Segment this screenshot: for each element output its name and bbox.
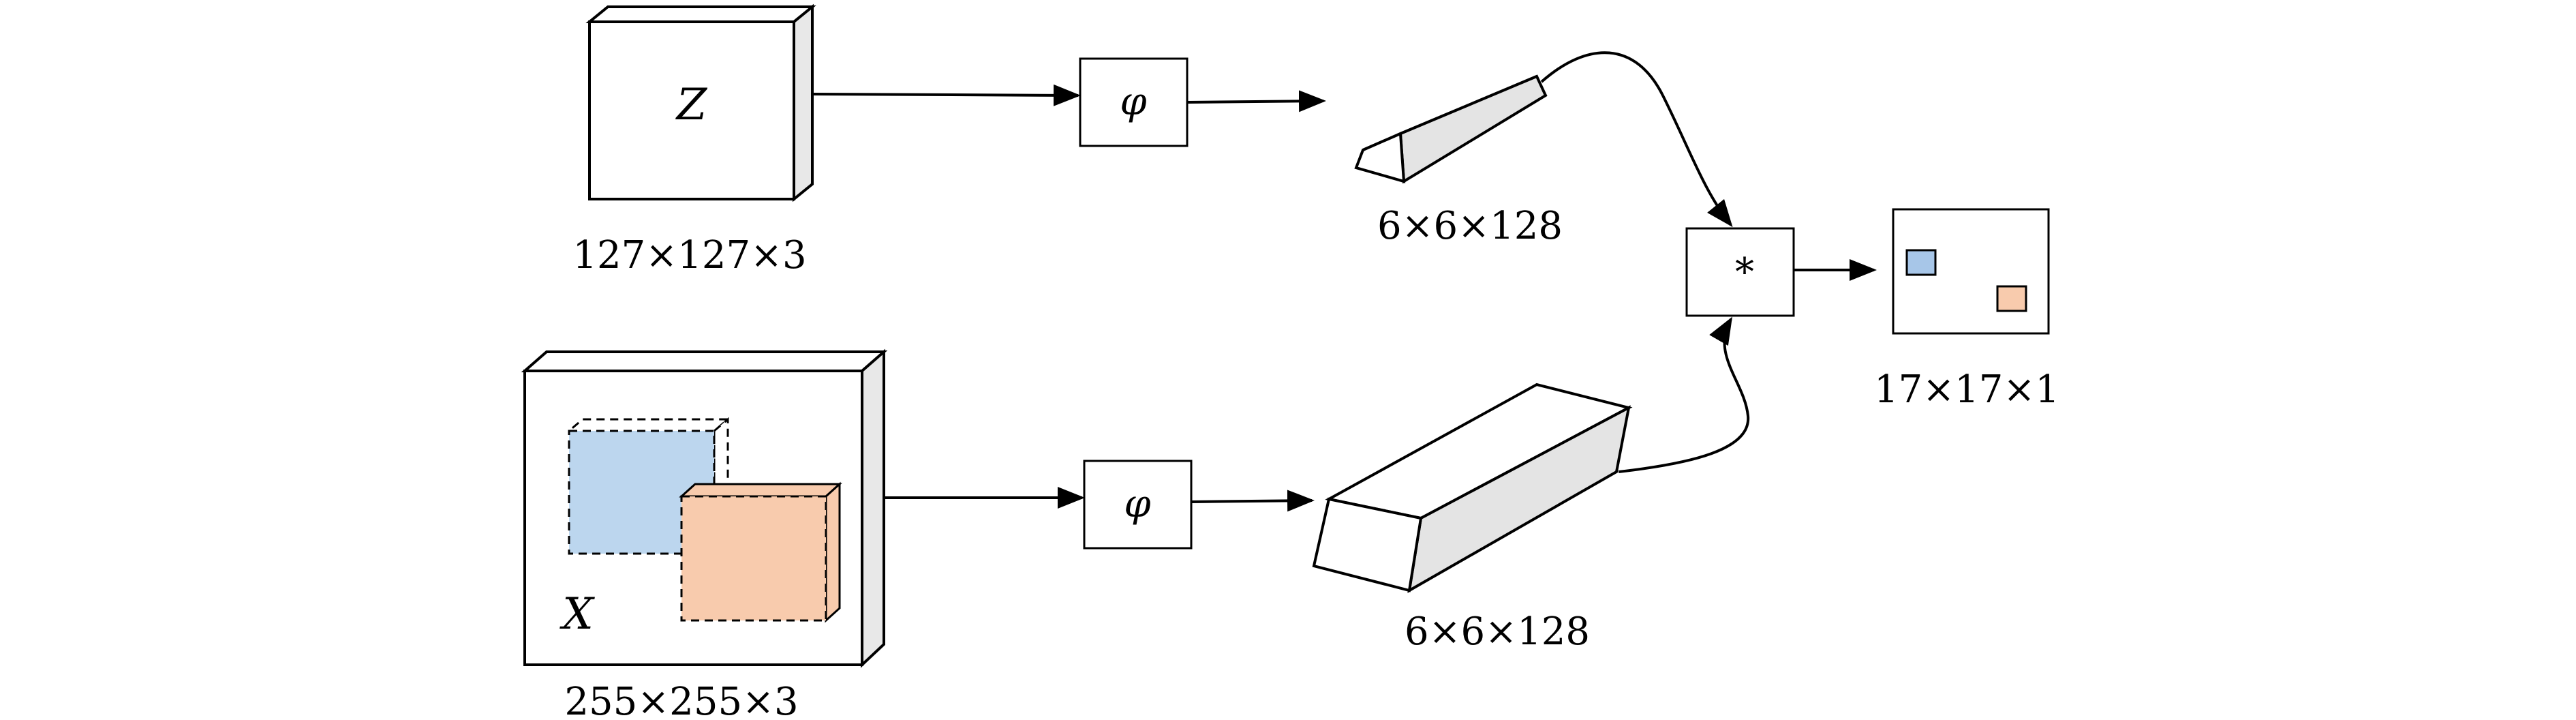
- exemplar-region-top: [566, 418, 731, 432]
- template-features-size-label: 6×6×128: [1377, 204, 1563, 248]
- phi-box-search-rect: [1083, 460, 1193, 550]
- score-map-candidate-peak: [1996, 285, 2027, 312]
- arrow-template-to-phi: [812, 84, 1081, 106]
- search-cube-top-face: [521, 350, 888, 372]
- phi-box-template: φ: [1079, 57, 1189, 147]
- phi-symbol-search: φ: [1124, 482, 1150, 526]
- score-map-size-label: 17×17×1: [1874, 368, 2059, 412]
- template-size-label: 127×127×3: [572, 233, 806, 278]
- template-cube-side-face: [793, 3, 814, 202]
- search-feature-front-face: [1312, 497, 1423, 592]
- arrow-template-features-to-correlation: [1540, 51, 1733, 228]
- phi-symbol-template: φ: [1120, 80, 1146, 124]
- phi-box-search: φ: [1083, 460, 1193, 550]
- correlation-box-rect: [1685, 227, 1795, 317]
- search-feature-block: [1312, 382, 1633, 593]
- template-symbol: Z: [675, 80, 708, 130]
- search-cube-side-face: [861, 348, 885, 668]
- candidate-region-top: [679, 483, 842, 498]
- search-input-cube: X: [521, 348, 888, 668]
- candidate-region-side: [825, 481, 841, 623]
- search-features-size-label: 6×6×128: [1405, 610, 1590, 654]
- template-cube-top-face: [585, 5, 816, 23]
- template-input-cube: Z: [585, 3, 816, 202]
- template-feature-block: [1354, 74, 1548, 184]
- candidate-region: [680, 495, 827, 622]
- search-size-label: 255×255×3: [564, 680, 798, 720]
- arrow-phi-to-template-features: [1186, 90, 1326, 112]
- template-feature-front-face: [1354, 132, 1406, 183]
- arrow-search-features-to-correlation: [1618, 316, 1750, 473]
- correlation-symbol: *: [1735, 250, 1754, 295]
- template-feature-side-face: [1398, 74, 1548, 184]
- correlation-box: *: [1685, 227, 1795, 317]
- search-symbol: X: [559, 589, 595, 640]
- score-map: [1892, 208, 2050, 335]
- template-cube-front-face: [588, 20, 795, 200]
- arrow-phi-to-search-features: [1191, 490, 1315, 512]
- score-map-exemplar-peak: [1905, 249, 1937, 276]
- phi-box-template-rect: [1079, 57, 1189, 147]
